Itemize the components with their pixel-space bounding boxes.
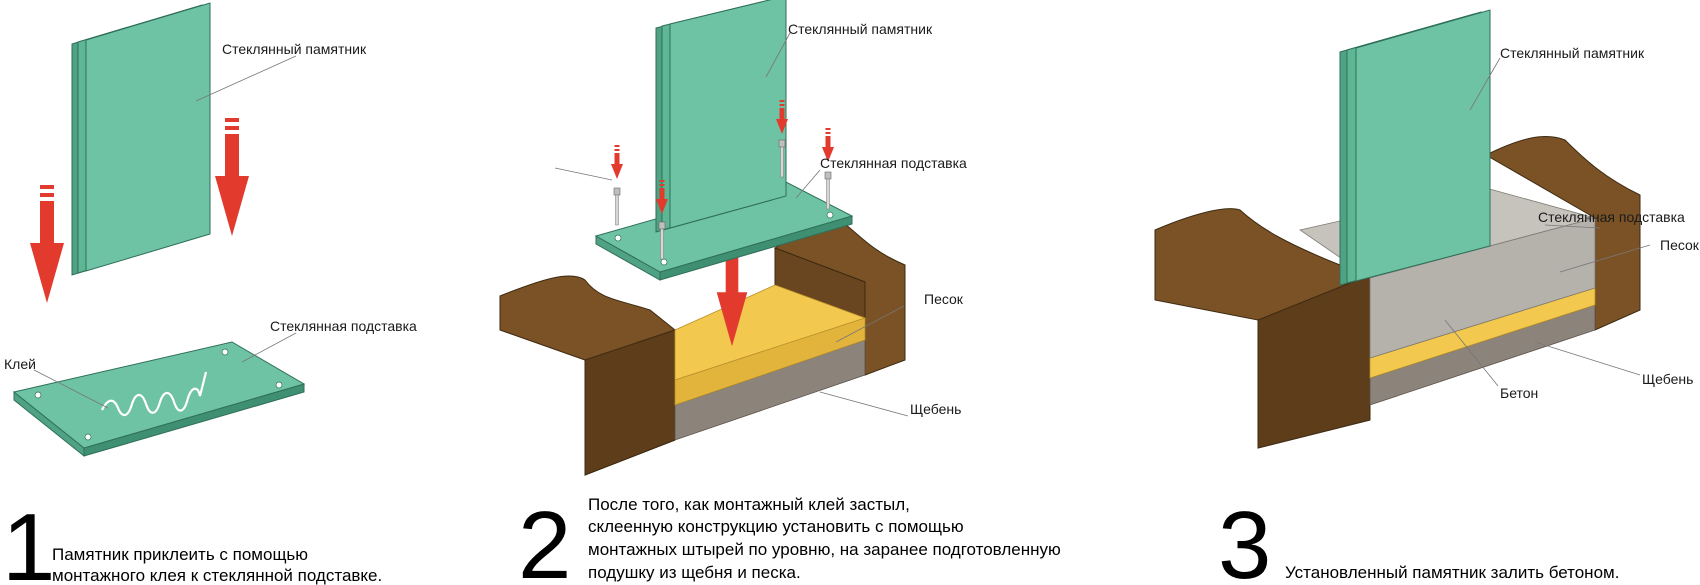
label-glue: Клей (4, 356, 36, 372)
step-1-monument (71, 2, 211, 276)
step-1-illustration: Стеклянный памятник Стеклянная подставка… (2, 2, 417, 585)
step-3-soil (1154, 135, 1641, 449)
step-3-illustration: Стеклянный памятник Стеклянная подставка… (1154, 9, 1700, 585)
step-1-arrow-right (215, 118, 249, 236)
label-stand: Стеклянная подставка (1538, 209, 1685, 225)
label-gravel: Щебень (910, 401, 961, 417)
step-1-stand (12, 341, 306, 458)
step-2-pin-1 (611, 145, 623, 226)
label-monument: Стеклянный памятник (788, 21, 933, 37)
step-2-monument (655, 0, 787, 233)
label-concrete: Бетон (1500, 385, 1538, 401)
step-3-caption: Установленный памятник залить бетоном. (1285, 563, 1619, 582)
step-2-caption-line-4: подушку из щебня и песка. (588, 563, 801, 582)
step-2-caption-line-2: склеенную конструкцию установить с помощ… (588, 517, 964, 536)
label-monument: Стеклянный памятник (1500, 45, 1645, 61)
step-1-caption-line-1: Памятник приклеить с помощью (52, 545, 308, 564)
step-2-illustration: Стеклянный памятник Стеклянная подставка… (499, 0, 1061, 585)
step-2-caption-line-3: монтажных штырей по уровню, на заранее п… (588, 540, 1061, 559)
label-monument: Стеклянный памятник (222, 41, 367, 57)
label-sand: Песок (1660, 237, 1700, 253)
label-gravel: Щебень (1642, 371, 1693, 387)
step-1-arrow-left (30, 185, 64, 303)
step-3-number: 3 (1218, 492, 1271, 585)
step-2-stand (594, 181, 854, 281)
step-2-number: 2 (518, 492, 571, 585)
glue-bead (101, 371, 208, 417)
label-stand: Стеклянная подставка (270, 318, 417, 334)
label-sand: Песок (924, 291, 964, 307)
step-1-caption-line-2: монтажного клея к стеклянной подставке. (52, 566, 382, 585)
step-3-monument (1339, 9, 1491, 286)
step-2-caption-line-1: После того, как монтажный клей застыл, (588, 495, 910, 514)
step-1-number: 1 (2, 494, 55, 585)
label-stand: Стеклянная подставка (820, 155, 967, 171)
